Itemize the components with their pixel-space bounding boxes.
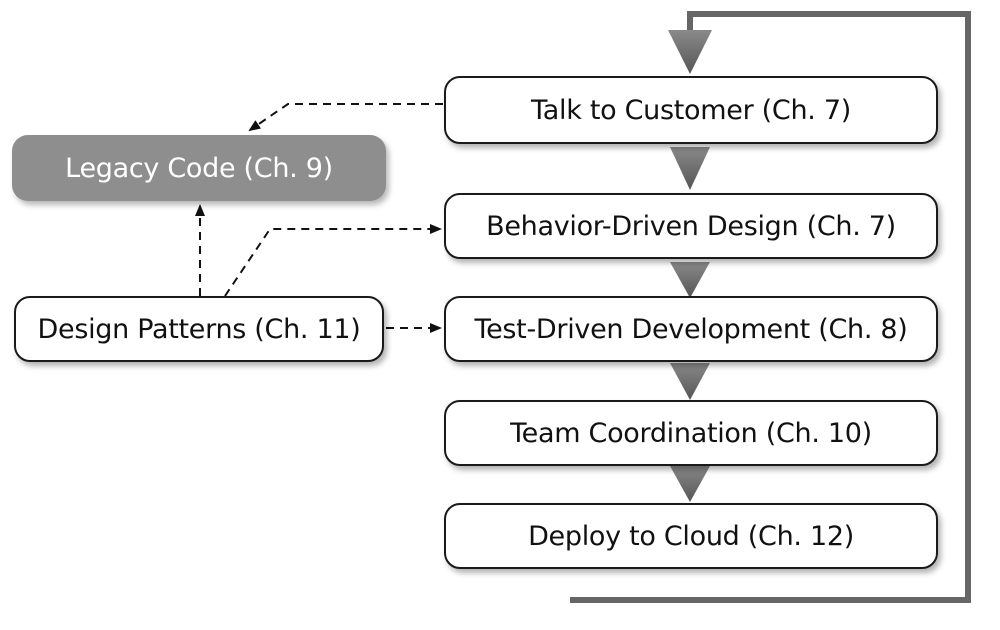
flow-arrow-team-to-deploy xyxy=(670,466,710,502)
node-test-driven-development: Test-Driven Development (Ch. 8) xyxy=(444,296,938,362)
flow-arrow-talk-to-bdd xyxy=(670,147,710,190)
dashed-arrow-talk-to-legacy xyxy=(248,103,443,132)
flow-arrow-into-talk xyxy=(668,30,712,74)
dashed-arrow-patterns-to-bdd xyxy=(224,224,442,297)
node-talk-to-customer: Talk to Customer (Ch. 7) xyxy=(444,76,938,144)
node-design-patterns: Design Patterns (Ch. 11) xyxy=(14,296,384,362)
flow-arrow-tdd-to-team xyxy=(670,363,710,400)
node-deploy-to-cloud: Deploy to Cloud (Ch. 12) xyxy=(444,503,938,569)
feedback-loop-line xyxy=(570,11,971,603)
node-behavior-driven-design: Behavior-Driven Design (Ch. 7) xyxy=(444,193,938,259)
node-team-coordination: Team Coordination (Ch. 10) xyxy=(444,400,938,466)
flow-arrow-bdd-to-tdd xyxy=(670,262,710,298)
node-legacy-code: Legacy Code (Ch. 9) xyxy=(12,135,386,201)
